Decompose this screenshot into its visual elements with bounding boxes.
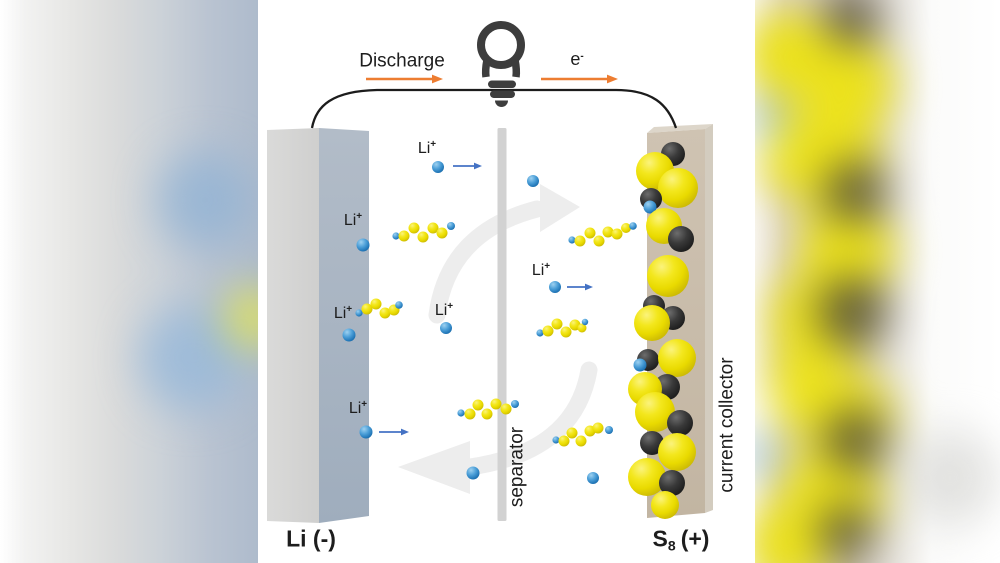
li-base: Li [333,305,347,322]
cathode-subscript: 8 [667,537,676,554]
polysulfide-chain [552,422,613,447]
ion-motion-arrows [379,162,593,436]
electron-flow-arrow [541,74,618,84]
cathode-base: S [652,525,668,552]
li-ion-label: Li+ [417,139,437,157]
blur-blobs [755,0,1000,563]
li-ion-label: Li+ [343,211,363,229]
anode-electrode [267,128,369,523]
sulfur-carbon-cluster [628,142,698,519]
li-superscript: + [430,139,437,150]
li-base: Li [417,140,431,157]
lithium-ion [342,161,599,484]
polysulfide-chain [392,222,455,243]
polysulfide-chain [457,398,519,420]
electron-label: e- [570,50,583,68]
separator-label: separator [506,426,528,508]
li-superscript: + [544,261,551,272]
li-base: Li [343,212,357,229]
cathode-label: S8(+) [652,525,710,554]
li-ion-label: Li+ [348,399,368,417]
electron-base: e [570,49,581,69]
blurred-background-right [755,0,1000,563]
li-base: Li [348,400,362,417]
anode-label: Li (-) [286,525,336,552]
li-superscript: + [361,399,368,410]
blur-blobs [0,0,258,563]
li-superscript: + [356,211,363,222]
cycle-arrow-counterclockwise-down [398,361,598,494]
cycle-arrow-clockwise-up [428,184,580,324]
light-bulb-icon [477,21,525,108]
polysulfide-chain [536,318,589,338]
li-ion-label: Li+ [531,261,551,279]
electron-superscript: - [580,51,584,62]
circuit-wire [310,88,678,129]
li-base: Li [434,302,448,319]
li-base: Li [531,262,545,279]
current-collector-label: current collector [716,357,738,493]
blurred-background-left [0,0,258,563]
li-ion-label: Li+ [333,304,353,322]
li-ion-label: Li+ [434,301,454,319]
polysulfide-chain [355,298,403,319]
polysulfide-chain [568,222,637,247]
li-superscript: + [346,304,353,315]
cathode-sign: (+) [680,525,710,552]
separator-bar [497,128,507,521]
discharge-arrow [366,74,443,84]
li-superscript: + [447,301,454,312]
discharge-label: Discharge [359,50,445,72]
